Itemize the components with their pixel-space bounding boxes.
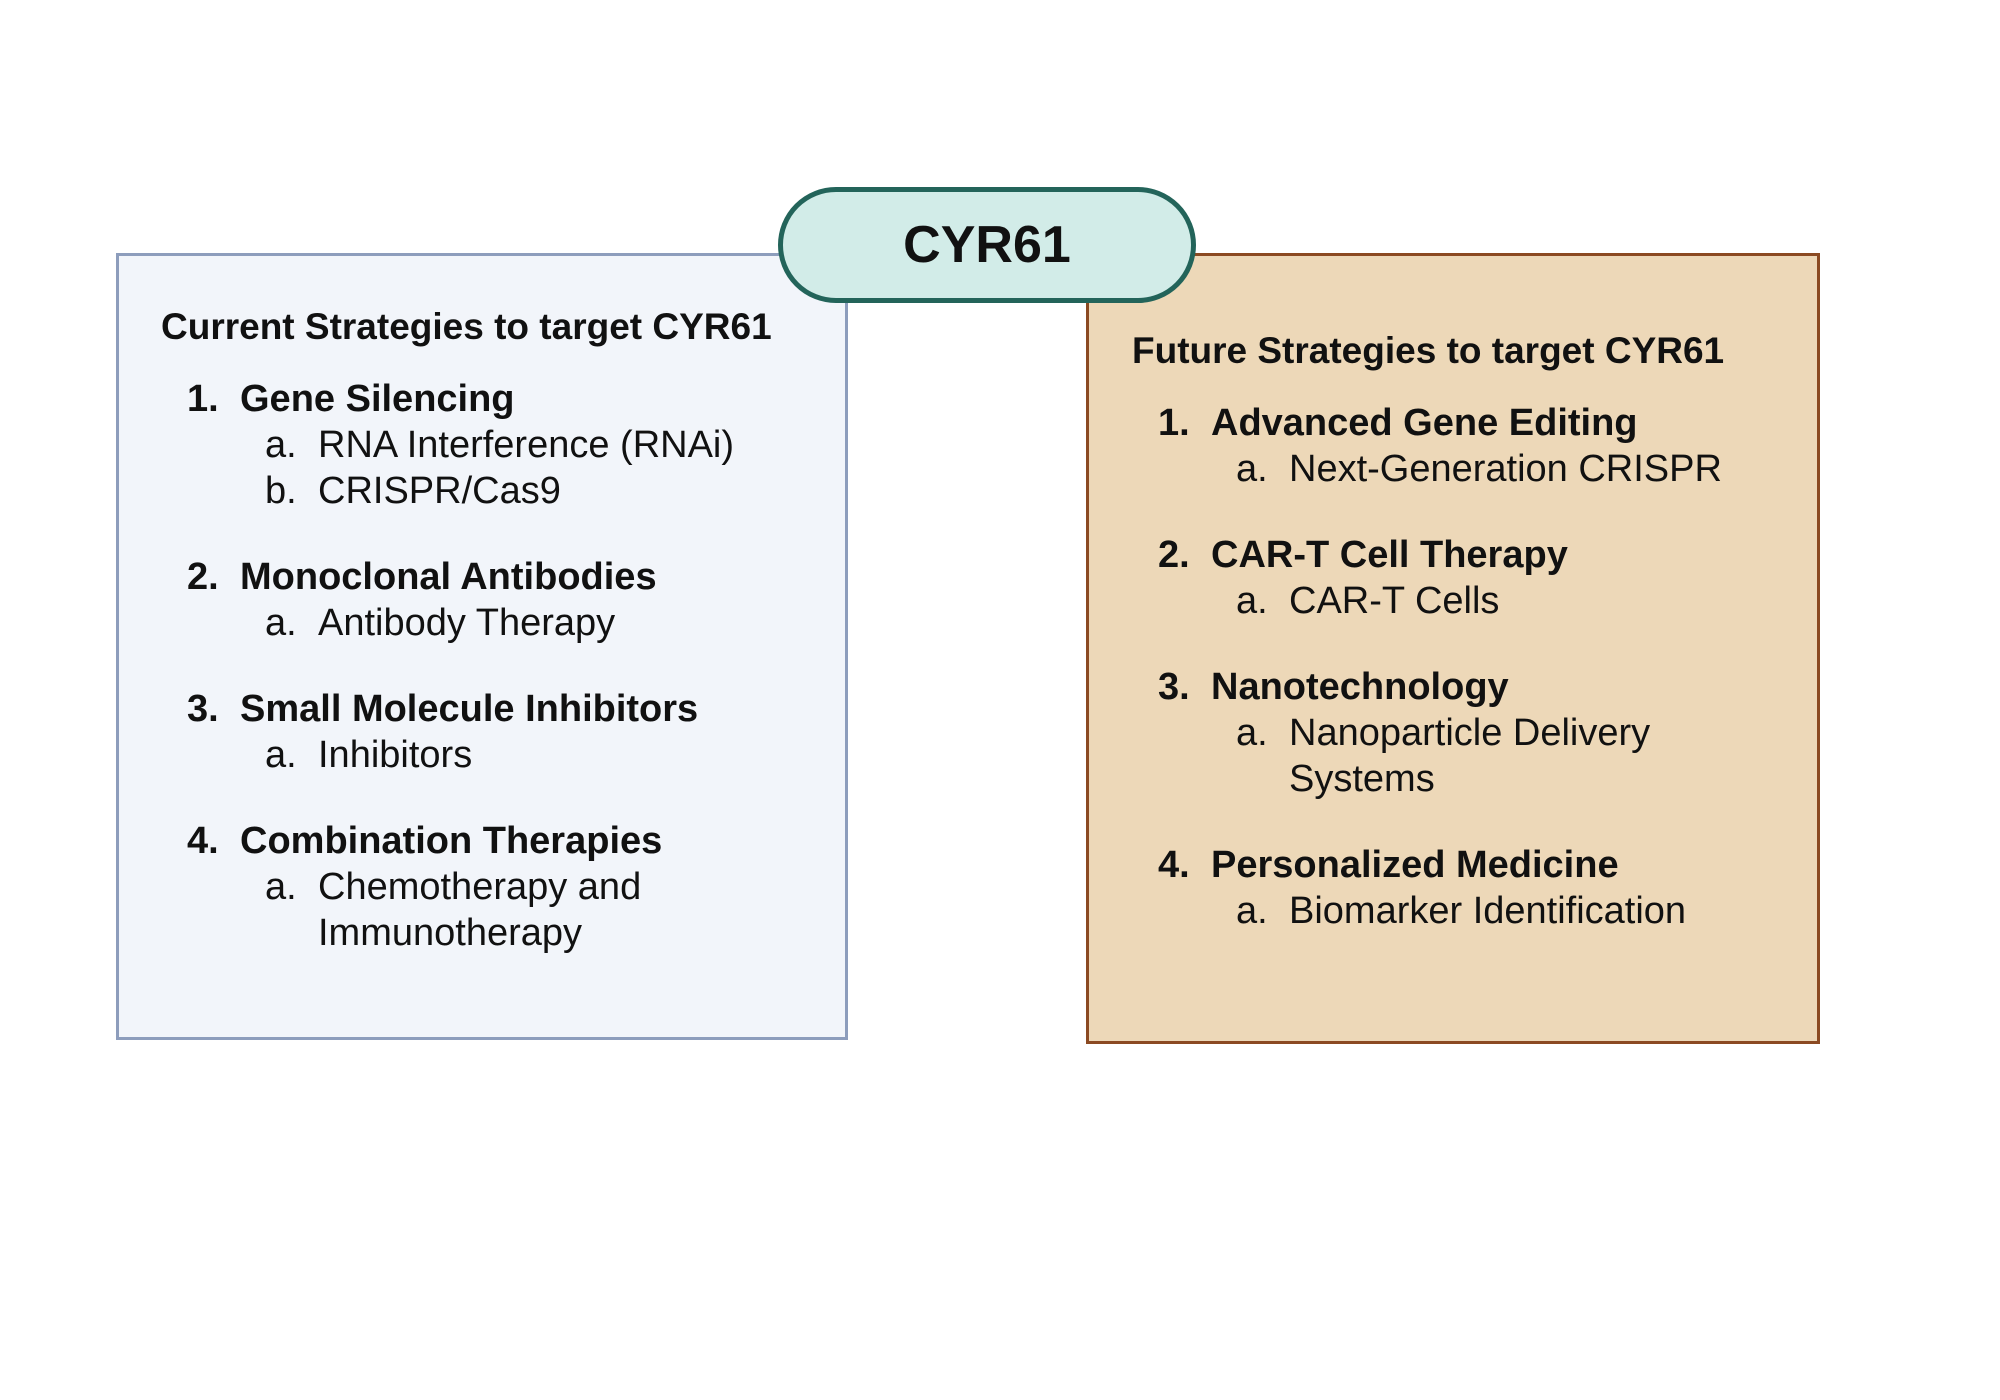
- sub-item-letter: a.: [265, 424, 297, 466]
- sub-item-letter: a.: [1236, 448, 1268, 490]
- strategy-heading: 4. Combination Therapies: [161, 818, 845, 864]
- sub-item-text: Next-Generation CRISPR: [1289, 448, 1722, 490]
- strategy-heading: 3. Small Molecule Inhibitors: [161, 686, 845, 732]
- sub-item-letter: a.: [265, 866, 297, 908]
- sub-item: a. Nanoparticle Delivery Systems: [1132, 710, 1817, 802]
- future-strategy-car-t-cell-therapy: 2. CAR-T Cell Therapy a. CAR-T Cells: [1132, 532, 1817, 624]
- strategy-heading: 2. Monoclonal Antibodies: [161, 554, 845, 600]
- sub-item-text: Biomarker Identification: [1289, 890, 1687, 932]
- strategy-heading: 1. Gene Silencing: [161, 376, 845, 422]
- strategy-number: 1.: [187, 378, 219, 420]
- sub-item: a. RNA Interference (RNAi): [161, 422, 845, 468]
- sub-item-text: CAR-T Cells: [1289, 580, 1500, 622]
- strategy-number: 1.: [1158, 402, 1190, 444]
- sub-item-text: Chemotherapy and Immunotherapy: [318, 866, 642, 954]
- current-strategy-monoclonal-antibodies: 2. Monoclonal Antibodies a. Antibody The…: [161, 554, 845, 646]
- strategy-label: Personalized Medicine: [1211, 844, 1619, 886]
- sub-item-text: Nanoparticle Delivery Systems: [1289, 712, 1651, 800]
- strategy-label: Combination Therapies: [240, 820, 663, 862]
- future-strategy-nanotechnology: 3. Nanotechnology a. Nanoparticle Delive…: [1132, 664, 1817, 802]
- sub-item-letter: b.: [265, 470, 297, 512]
- sub-item-letter: a.: [1236, 712, 1268, 754]
- future-strategies-title: Future Strategies to target CYR61: [1132, 330, 1725, 371]
- current-strategies-title: Current Strategies to target CYR61: [161, 306, 772, 347]
- strategy-label: Nanotechnology: [1211, 666, 1509, 708]
- strategy-label: Monoclonal Antibodies: [240, 556, 657, 598]
- sub-item: a. Chemotherapy and Immunotherapy: [161, 864, 845, 956]
- current-strategy-combination-therapies: 4. Combination Therapies a. Chemotherapy…: [161, 818, 845, 956]
- current-strategies-panel: Current Strategies to target CYR61 1. Ge…: [116, 253, 848, 1040]
- sub-item-text: CRISPR/Cas9: [318, 470, 561, 512]
- sub-item: a. Antibody Therapy: [161, 600, 845, 646]
- current-strategy-gene-silencing: 1. Gene Silencing a. RNA Interference (R…: [161, 376, 845, 514]
- sub-item-text: RNA Interference (RNAi): [318, 424, 735, 466]
- sub-item: a. CAR-T Cells: [1132, 578, 1817, 624]
- sub-item-letter: a.: [265, 734, 297, 776]
- sub-item-letter: a.: [1236, 580, 1268, 622]
- sub-item-letter: a.: [1236, 890, 1268, 932]
- strategy-label: Small Molecule Inhibitors: [240, 688, 699, 730]
- sub-item: b. CRISPR/Cas9: [161, 468, 845, 514]
- strategy-heading: 1. Advanced Gene Editing: [1132, 400, 1817, 446]
- sub-item: a. Inhibitors: [161, 732, 845, 778]
- sub-item: a. Biomarker Identification: [1132, 888, 1817, 934]
- strategy-number: 3.: [1158, 666, 1190, 708]
- strategy-heading: 4. Personalized Medicine: [1132, 842, 1817, 888]
- strategy-number: 2.: [187, 556, 219, 598]
- strategy-label: CAR-T Cell Therapy: [1211, 534, 1568, 576]
- strategy-number: 3.: [187, 688, 219, 730]
- future-strategy-advanced-gene-editing: 1. Advanced Gene Editing a. Next-Generat…: [1132, 400, 1817, 492]
- current-strategy-small-molecule-inhibitors: 3. Small Molecule Inhibitors a. Inhibito…: [161, 686, 845, 778]
- strategy-heading: 3. Nanotechnology: [1132, 664, 1817, 710]
- future-strategies-panel: Future Strategies to target CYR61 1. Adv…: [1086, 253, 1820, 1044]
- strategy-number: 4.: [187, 820, 219, 862]
- sub-item-text: Antibody Therapy: [318, 602, 616, 644]
- strategy-label: Gene Silencing: [240, 378, 515, 420]
- strategy-label: Advanced Gene Editing: [1211, 402, 1638, 444]
- sub-item-text: Inhibitors: [318, 734, 473, 776]
- cyr61-pill: CYR61: [778, 187, 1196, 303]
- future-strategy-personalized-medicine: 4. Personalized Medicine a. Biomarker Id…: [1132, 842, 1817, 934]
- strategy-number: 4.: [1158, 844, 1190, 886]
- strategy-number: 2.: [1158, 534, 1190, 576]
- sub-item-letter: a.: [265, 602, 297, 644]
- strategy-heading: 2. CAR-T Cell Therapy: [1132, 532, 1817, 578]
- sub-item: a. Next-Generation CRISPR: [1132, 446, 1817, 492]
